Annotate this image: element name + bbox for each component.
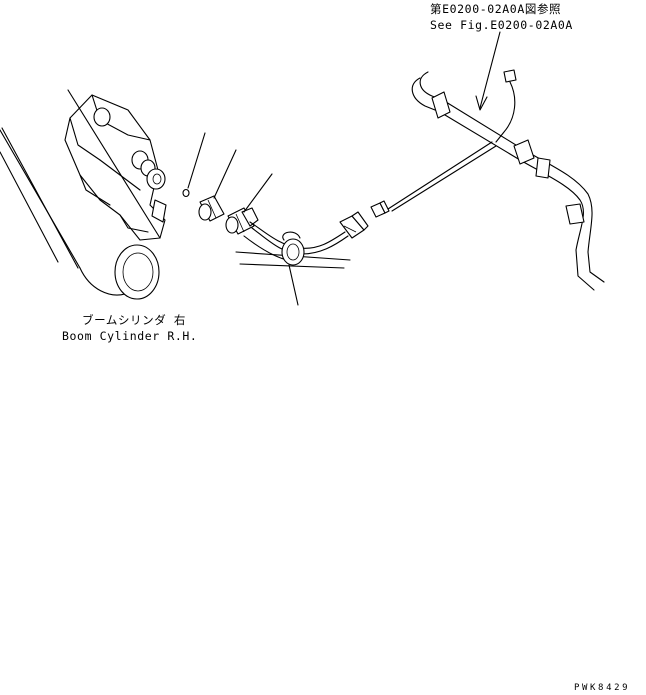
sensor-leader [243,173,273,213]
cylinder-leader-a [1,127,79,269]
cylinder-leader-b [67,89,161,239]
adapter-fitting [198,195,225,222]
reference-leader-line [479,31,501,109]
boom-cylinder-label-en: Boom Cylinder R.H. [62,329,197,343]
boom-cylinder [0,94,167,300]
sensor-connector [339,211,369,239]
reference-arrow-head [475,95,488,111]
band-clamp [235,231,351,269]
o-ring [182,188,190,198]
main-wire-harness [387,69,605,291]
reference-label-jp: 第E0200-02A0A図参照 [430,2,561,16]
harness-connector [370,200,390,218]
clamp-leader [288,264,299,306]
adapter-leader [213,149,237,199]
pressure-sensor [225,207,259,235]
o-ring-leader [187,132,206,189]
boom-cylinder-label-jp: ブームシリンダ 右 [82,313,186,327]
drawing-code: PWK8429 [574,683,630,693]
reference-label-en: See Fig.E0200-02A0A [430,18,573,32]
